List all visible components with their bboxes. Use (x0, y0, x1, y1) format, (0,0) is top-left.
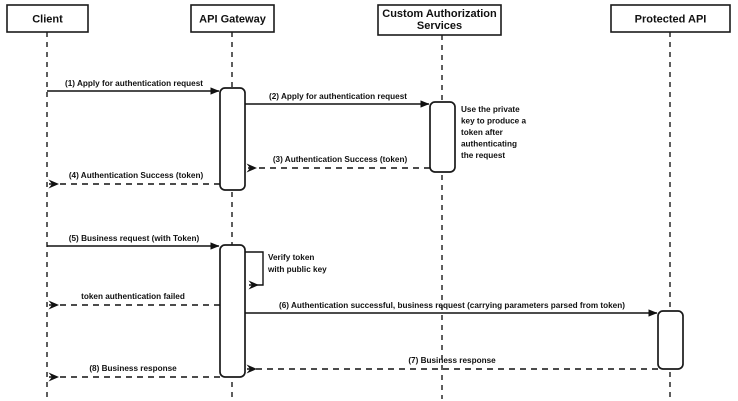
activation-custom-authorization-services (429, 101, 456, 173)
message-2-label: (2) Apply for authentication request (269, 92, 407, 101)
message-8-label: (8) Business response (89, 364, 177, 373)
message-7-business-response[interactable]: (7) Business response (246, 356, 658, 374)
participant-label-protected-api: Protected API (635, 13, 707, 25)
message-8-business-response[interactable]: (8) Business response (48, 364, 220, 382)
participant-client[interactable]: Client (6, 4, 89, 33)
note-private-key-line-4: authenticating (461, 140, 517, 149)
note-private-key-line-2: key to produce a (461, 117, 527, 126)
participant-label-api-gateway: API Gateway (199, 13, 267, 25)
message-5-label: (5) Business request (with Token) (69, 234, 200, 243)
message-1-label: (1) Apply for authentication request (65, 79, 203, 88)
message-4-label: (4) Authentication Success (token) (69, 171, 204, 180)
message-3-label: (3) Authentication Success (token) (273, 155, 408, 164)
self-message-verify-token[interactable]: Verify token with public key (245, 251, 327, 290)
participant-api-gateway[interactable]: API Gateway (190, 4, 275, 33)
message-token-authentication-failed[interactable]: token authentication failed (48, 292, 220, 310)
message-token-authentication-failed-label: token authentication failed (81, 292, 185, 301)
note-private-key-line-5: the request (461, 151, 505, 160)
message-2-apply-for-authentication-request[interactable]: (2) Apply for authentication request (245, 92, 430, 108)
participant-label-custom-authorization-services-line1: Custom Authorization (382, 8, 497, 20)
message-6-label: (6) Authentication successful, business … (279, 301, 625, 310)
message-7-label: (7) Business response (408, 356, 496, 365)
message-1-apply-for-authentication-request[interactable]: (1) Apply for authentication request (47, 79, 220, 95)
note-private-key-line-3: token after (461, 128, 504, 137)
participant-label-custom-authorization-services-line2: Services (417, 20, 462, 32)
message-5-business-request-with-token[interactable]: (5) Business request (with Token) (47, 234, 220, 250)
note-private-key-line-1: Use the private (461, 105, 520, 114)
participant-protected-api[interactable]: Protected API (610, 4, 731, 33)
activation-api-gateway-auth (219, 87, 246, 191)
activation-api-gateway-business (219, 244, 246, 378)
participant-custom-authorization-services[interactable]: Custom Authorization Services (377, 4, 502, 36)
message-3-authentication-success-token[interactable]: (3) Authentication Success (token) (246, 155, 430, 173)
participant-label-client: Client (32, 13, 63, 25)
note-private-key: Use the private key to produce a token a… (461, 105, 527, 160)
self-message-verify-token-line-2: with public key (267, 265, 327, 274)
activation-protected-api (657, 310, 684, 370)
message-4-authentication-success-token[interactable]: (4) Authentication Success (token) (48, 171, 220, 189)
self-message-verify-token-line-1: Verify token (268, 253, 314, 262)
message-6-authentication-successful-business-request[interactable]: (6) Authentication successful, business … (245, 301, 658, 317)
